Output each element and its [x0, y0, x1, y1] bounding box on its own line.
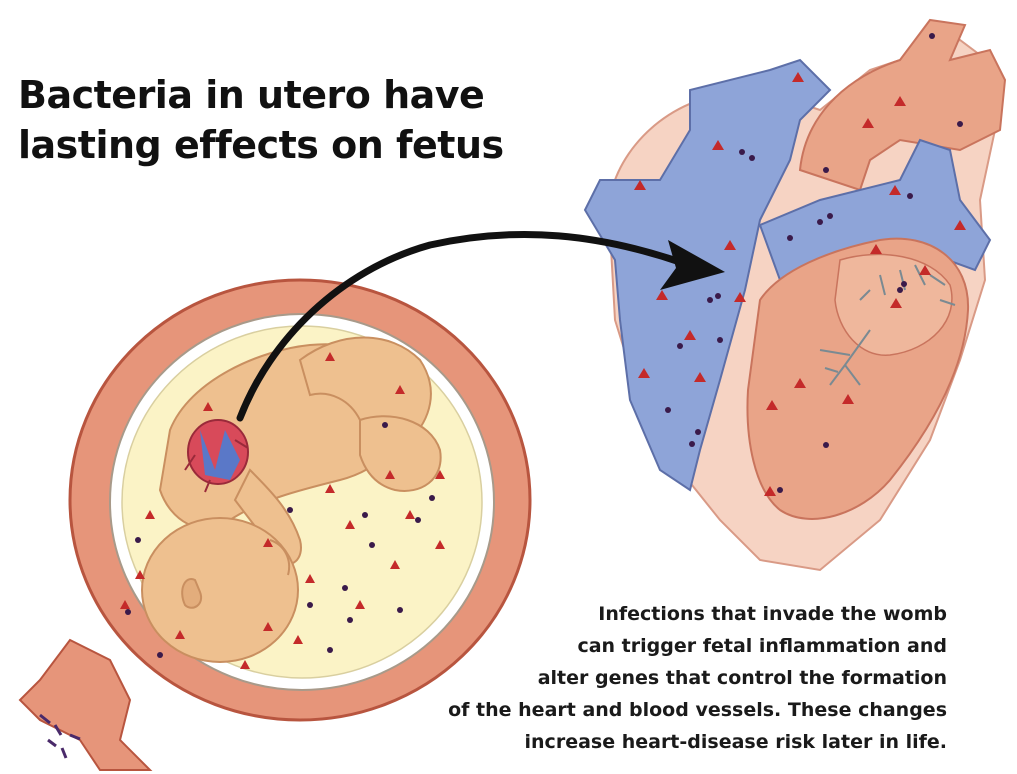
caption-line-4: of the heart and blood vessels. These ch… [307, 694, 947, 726]
caption-line-2: can trigger fetal inflammation and [307, 630, 947, 662]
heart-diagram [585, 20, 1005, 570]
headline-line-2: lasting effects on fetus [18, 120, 504, 170]
headline: Bacteria in utero have lasting effects o… [18, 70, 504, 170]
headline-line-1: Bacteria in utero have [18, 70, 504, 120]
caption-line-1: Infections that invade the womb [307, 598, 947, 630]
caption: Infections that invade the womb can trig… [307, 598, 947, 758]
caption-line-3: alter genes that control the formation [307, 662, 947, 694]
cervix [20, 640, 150, 770]
caption-line-5: increase heart-disease risk later in lif… [307, 726, 947, 758]
